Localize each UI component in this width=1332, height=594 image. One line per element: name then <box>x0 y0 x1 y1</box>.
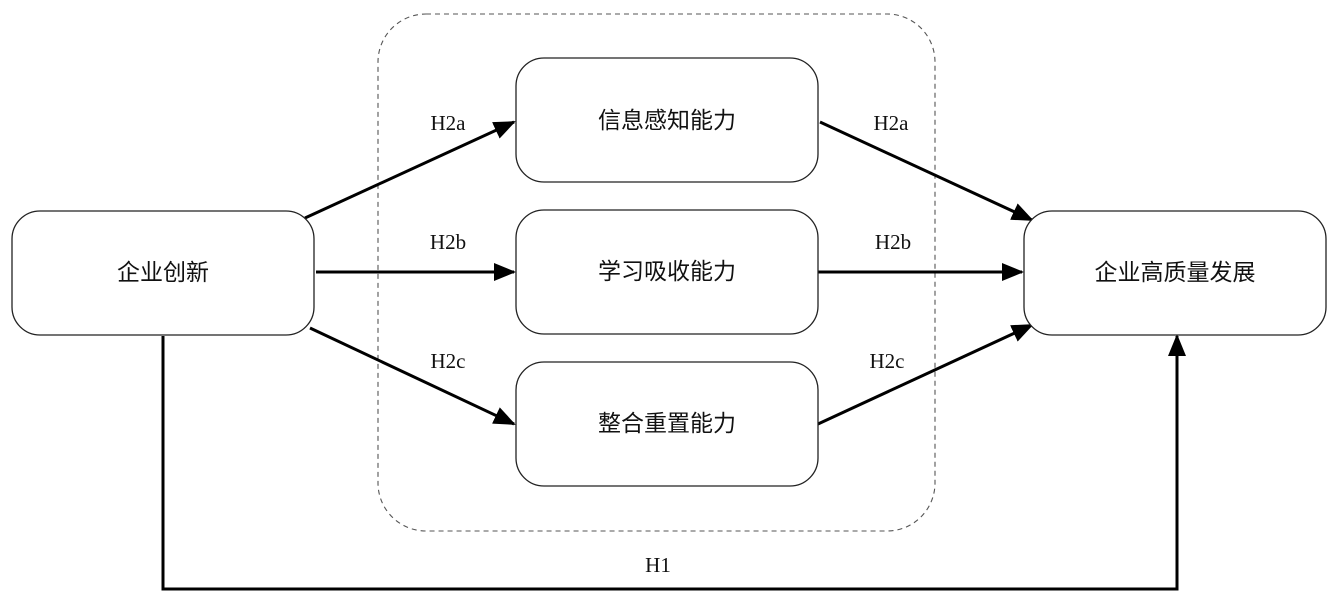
edge-label-h2c-right: H2c <box>870 349 905 373</box>
node-high-quality-development: 企业高质量发展 <box>1023 210 1327 336</box>
node-label: 企业创新 <box>117 260 209 286</box>
node-enterprise-innovation: 企业创新 <box>11 210 315 336</box>
edge-integration-reconfiguration-to-outcome <box>817 323 1034 426</box>
node-integration-reconfiguration: 整合重置能力 <box>515 361 819 487</box>
edge-innovation-to-integration-reconfiguration <box>309 326 516 426</box>
node-label: 信息感知能力 <box>598 108 736 134</box>
edge-label-h2a-right: H2a <box>874 111 910 135</box>
mediator-group-frame <box>377 13 936 532</box>
node-info-perception: 信息感知能力 <box>515 57 819 183</box>
edge-info-perception-to-outcome <box>819 120 1034 222</box>
edge-label-h2c-left: H2c <box>431 349 466 373</box>
edge-label-h2b-right: H2b <box>875 230 911 254</box>
node-label: 整合重置能力 <box>598 411 736 437</box>
edges <box>161 120 1186 591</box>
node-learning-absorption: 学习吸收能力 <box>515 209 819 335</box>
node-label: 学习吸收能力 <box>598 259 736 285</box>
edge-label-h1: H1 <box>645 553 671 577</box>
edge-label-h2b-left: H2b <box>430 230 466 254</box>
edge-direct-innovation-to-outcome <box>161 334 1186 591</box>
edge-innovation-to-info-perception <box>304 120 516 220</box>
edge-label-h2a-left: H2a <box>431 111 467 135</box>
node-label: 企业高质量发展 <box>1095 260 1256 286</box>
